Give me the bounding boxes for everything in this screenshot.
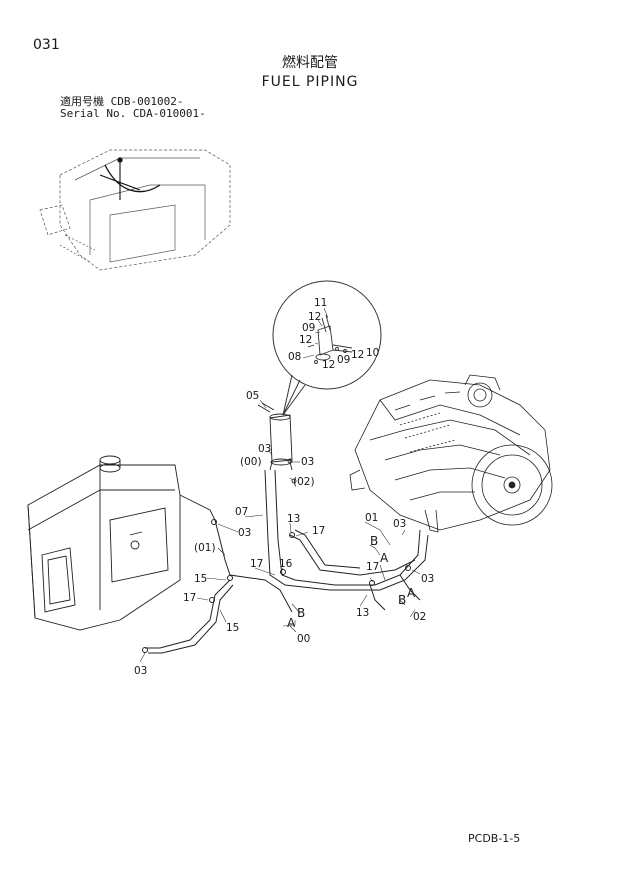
page-number: 031 (33, 37, 60, 53)
callout-17: 17 (366, 561, 379, 573)
fuel-filter-drawing (257, 402, 297, 484)
callout-17: 17 (183, 592, 196, 604)
callout-12: 12 (308, 311, 321, 323)
callout-16: 16 (279, 558, 293, 570)
callout-03: 03 (421, 573, 434, 585)
title-japanese: 燃料配管 (282, 55, 338, 71)
callout-07: 07 (235, 506, 248, 518)
fuel-hoses (142, 469, 429, 654)
callout-15: 15 (194, 573, 207, 585)
detail-magnifier (272, 280, 382, 416)
callout-10: 10 (366, 347, 379, 359)
machine-overview-sketch (39, 149, 231, 271)
callout-17: 17 (250, 558, 263, 570)
callout-B: B (370, 534, 378, 548)
callout-03: 03 (134, 665, 147, 677)
callout-A: A (380, 551, 389, 565)
callout-17: 17 (312, 525, 325, 537)
fuel-tank-drawing (27, 455, 216, 631)
callout-12: 12 (322, 359, 335, 371)
callout-00: 00 (297, 633, 310, 645)
callout-03: 03 (393, 518, 406, 530)
callout-03: 03 (258, 443, 271, 455)
callout-01-bracketed: (01) (194, 542, 216, 554)
callout-05: 05 (246, 390, 259, 402)
callout-08: 08 (288, 351, 301, 363)
footer-code: PCDB-1-5 (468, 832, 521, 845)
callout-labels: 11 12 09 12 08 12 09 12 10 05 03 (00) 03… (134, 297, 434, 677)
callout-13: 13 (287, 513, 300, 525)
callout-03: 03 (238, 527, 251, 539)
callout-15: 15 (226, 622, 239, 634)
callout-03: 03 (301, 456, 314, 468)
callout-A: A (407, 586, 416, 600)
callout-B: B (398, 593, 406, 607)
callout-12: 12 (299, 334, 312, 346)
serial-line-1: 適用号機 CDB-001002- (60, 95, 184, 108)
callout-A: A (287, 616, 296, 630)
leader-lines (139, 307, 421, 663)
callout-00-bracketed: (00) (240, 456, 262, 468)
title-english: FUEL PIPING (261, 74, 359, 90)
callout-13: 13 (356, 607, 369, 619)
serial-line-2: Serial No. CDA-010001- (60, 107, 206, 120)
callout-02-bracketed: (02) (293, 476, 315, 488)
callout-01: 01 (365, 512, 378, 524)
callout-B: B (297, 606, 305, 620)
callout-12: 12 (351, 349, 364, 361)
callout-11: 11 (314, 297, 327, 309)
callout-09: 09 (337, 354, 350, 366)
callout-02: 02 (413, 611, 426, 623)
engine-drawing (349, 374, 553, 533)
callout-09: 09 (302, 322, 315, 334)
